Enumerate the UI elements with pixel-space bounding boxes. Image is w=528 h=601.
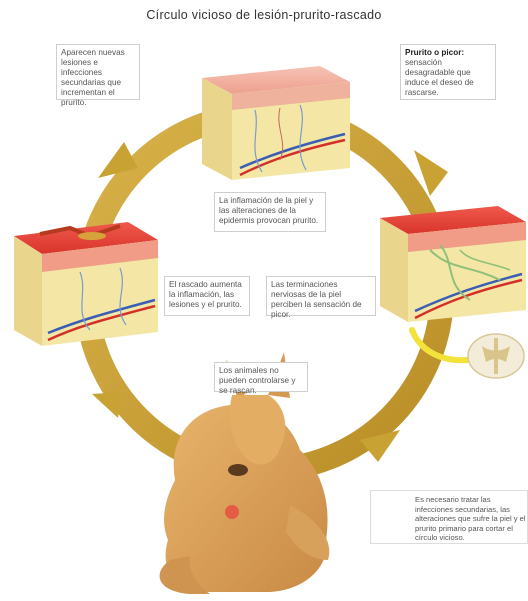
label-nerve-endings: Las terminaciones nerviosas de la piel p… [266,276,376,316]
spinal-cord-section [468,334,524,378]
arrowhead-bottom-left [92,392,122,418]
skin-block-right [380,206,526,322]
treatment-note: Es necesario tratar las infecciones secu… [370,490,528,544]
skin-block-top [202,66,350,180]
skin-block-left [14,222,158,346]
label-pruritus-body: sensación desagradable que induce el des… [405,58,474,97]
label-nerve-endings-text: Las terminaciones nerviosas de la piel p… [271,280,362,319]
label-inflammation-text: La inflamación de la piel y las alteraci… [219,196,318,225]
label-animals: Los animales no pueden controlarse y se … [214,362,308,392]
label-scratching-text: El rascado aumenta la inflamación, las l… [169,280,242,309]
label-new-lesions-text: Aparecen nuevas lesiones e infecciones s… [61,48,125,107]
label-inflammation: La inflamación de la piel y las alteraci… [214,192,326,232]
label-scratching: El rascado aumenta la inflamación, las l… [164,276,250,316]
treatment-note-text: Es necesario tratar las infecciones secu… [415,495,527,543]
label-new-lesions: Aparecen nuevas lesiones e infecciones s… [56,44,140,100]
label-pruritus-heading: Prurito o picor: [405,48,464,57]
label-pruritus: Prurito o picor: sensación desagradable … [400,44,496,100]
label-animals-text: Los animales no pueden controlarse y se … [219,366,295,395]
